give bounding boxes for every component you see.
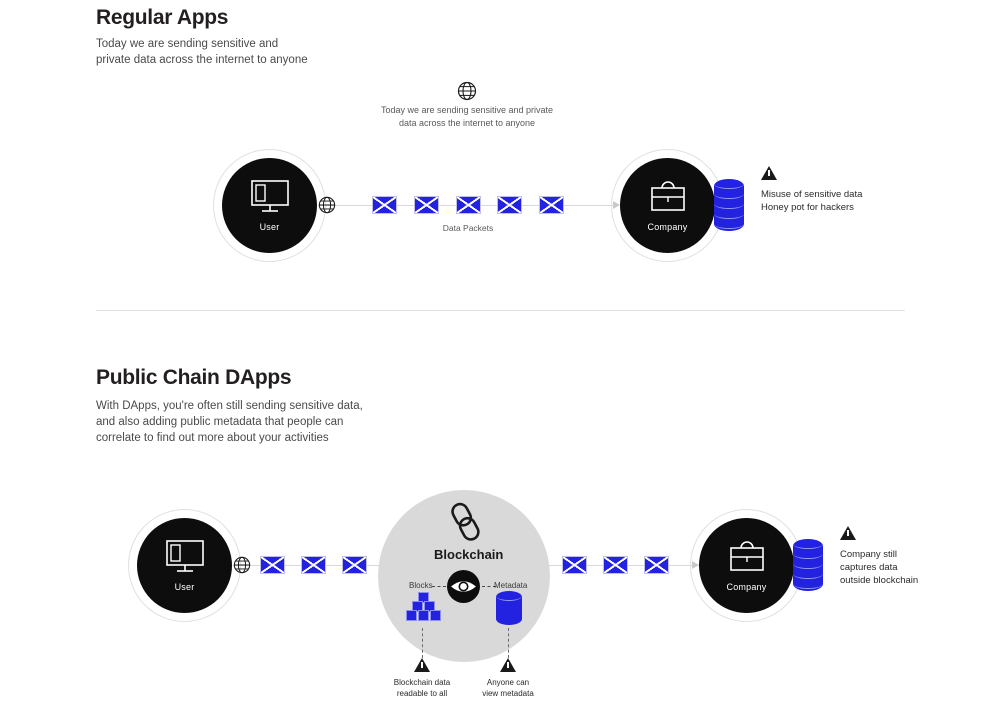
internet-note-line-2: data across the internet to anyone xyxy=(398,118,536,128)
warning-line-1: Misuse of sensitive data xyxy=(761,189,863,200)
packet-envelope-icon xyxy=(644,556,669,574)
warning-dapps-line-3: outside blockchain xyxy=(840,575,919,586)
blocks-cubes-icon xyxy=(406,592,442,626)
warning-blocks-line-1: Blockchain data xyxy=(393,678,451,687)
metadata-label: Metadata xyxy=(494,581,528,590)
page-title-regular-apps: Regular Apps xyxy=(96,6,229,29)
subtitle-dapps-line-2: and also adding public metadata that peo… xyxy=(96,416,344,428)
user-node-dapps[interactable]: User xyxy=(137,518,232,613)
briefcase-icon xyxy=(726,539,768,575)
monitor-icon xyxy=(249,179,291,215)
briefcase-icon xyxy=(647,179,689,215)
user-node-ring xyxy=(213,149,326,262)
chain-link-icon xyxy=(447,500,483,544)
database-cylinder-icon xyxy=(714,179,744,231)
warning-triangle-icon xyxy=(414,658,430,672)
blocks-warning-connector xyxy=(422,628,423,658)
user-node-ring-dapps xyxy=(128,509,241,622)
user-node-label-dapps: User xyxy=(174,582,195,592)
warning-metadata: Anyone can view metadata xyxy=(482,658,551,699)
warning-dapps-company: Company still captures data outside bloc… xyxy=(840,526,918,587)
warning-line-2: Honey pot for hackers xyxy=(761,202,854,213)
metadata-database-icon xyxy=(496,591,522,625)
metadata-warning-connector xyxy=(508,628,509,658)
eye-icon xyxy=(447,570,480,603)
monitor-icon xyxy=(164,539,206,575)
company-node-regular[interactable]: Company xyxy=(620,158,715,253)
subtitle-dapps-line-3: correlate to find out more about your ac… xyxy=(96,432,329,444)
blocks-label: Blocks xyxy=(409,581,433,590)
warning-regular-apps: Misuse of sensitive data Honey pot for h… xyxy=(761,166,862,214)
user-node-regular[interactable]: User xyxy=(222,158,317,253)
subtitle-dapps-line-1: With DApps, you're often still sending s… xyxy=(96,400,363,412)
warning-dapps-line-2: captures data xyxy=(840,562,898,573)
data-packets-label: Data Packets xyxy=(442,223,494,233)
user-node-label: User xyxy=(259,222,280,232)
packet-envelope-icon xyxy=(260,556,285,574)
warning-metadata-line-2: view metadata xyxy=(482,689,534,698)
packet-envelope-icon xyxy=(539,196,564,214)
warning-triangle-icon xyxy=(761,166,777,180)
eye-metadata-connector xyxy=(482,586,496,587)
page-title-public-chain-dapps: Public Chain DApps xyxy=(96,366,292,389)
packet-envelope-icon xyxy=(497,196,522,214)
company-node-label-dapps: Company xyxy=(726,582,767,592)
warning-blocks-line-2: readable to all xyxy=(396,689,448,698)
internet-note-line-1: Today we are sending sensitive and priva… xyxy=(380,105,554,115)
packet-envelope-icon xyxy=(414,196,439,214)
warning-blocks: Blockchain data readable to all xyxy=(394,658,465,699)
eye-blocks-connector xyxy=(432,586,446,587)
globe-icon-inline-dapps xyxy=(233,556,251,574)
blockchain-title: Blockchain xyxy=(434,547,504,562)
subtitle-regular-apps-line-2: private data across the internet to anyo… xyxy=(96,54,308,66)
packet-envelope-icon xyxy=(301,556,326,574)
company-node-label: Company xyxy=(647,222,688,232)
globe-icon-inline-regular xyxy=(318,196,336,214)
subtitle-regular-apps-line-1: Today we are sending sensitive and xyxy=(96,38,279,50)
warning-dapps-line-1: Company still xyxy=(840,549,898,560)
packet-envelope-icon xyxy=(562,556,587,574)
warning-metadata-line-1: Anyone can xyxy=(486,678,530,687)
section-divider xyxy=(96,310,905,311)
packet-envelope-icon xyxy=(603,556,628,574)
packet-envelope-icon xyxy=(342,556,367,574)
database-cylinder-icon xyxy=(793,539,823,591)
warning-triangle-icon xyxy=(500,658,516,672)
globe-icon xyxy=(457,81,477,101)
packet-envelope-icon xyxy=(372,196,397,214)
warning-triangle-icon xyxy=(840,526,856,540)
packet-envelope-icon xyxy=(456,196,481,214)
company-node-dapps[interactable]: Company xyxy=(699,518,794,613)
